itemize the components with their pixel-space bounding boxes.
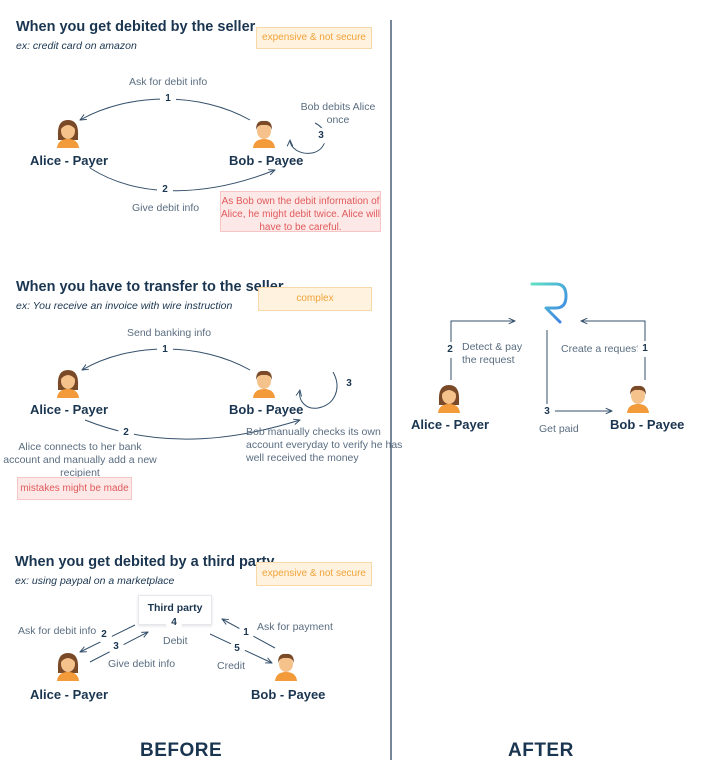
- after-step1-label: Create a request: [561, 343, 640, 355]
- after-step3-label: Get paid: [539, 423, 579, 435]
- s3-step5-label: Credit: [217, 660, 246, 672]
- arrow-s2-step2: [84, 420, 300, 440]
- s1-step3-badge: 3: [313, 128, 329, 144]
- before-heading: BEFORE: [140, 740, 223, 761]
- s1-step1-badge: 1: [160, 91, 176, 107]
- s1-bob-name: Bob - Payee: [229, 153, 304, 168]
- bob-avatar-3: [275, 653, 297, 681]
- s1-example: ex: credit card on amazon: [16, 40, 137, 52]
- s2-bob-note: Bob manually checks its own account ever…: [246, 426, 403, 464]
- s2-tag: complex: [258, 287, 372, 311]
- s3-tag: expensive & not secure: [256, 562, 372, 586]
- s2-step3-badge: 3: [341, 376, 357, 392]
- s3-step1-badge: 1: [238, 625, 254, 641]
- alice-avatar-2: [57, 370, 79, 398]
- s2-alice-note: Alice connects to her bank account and m…: [3, 441, 157, 479]
- s3-step4-label: Debit: [163, 635, 188, 647]
- s2-step2-badge: 2: [118, 425, 134, 441]
- s3-step5-badge: 5: [229, 641, 245, 657]
- s3-title: When you get debited by a third party: [15, 554, 275, 570]
- s1-step2-label: Give debit info: [132, 202, 200, 214]
- after-step2-label: Detect & pay the request: [462, 341, 523, 366]
- s1-tag: expensive & not secure: [256, 27, 372, 49]
- s3-step1-label: Ask for payment: [257, 621, 333, 633]
- arrow-s1-step2: [89, 167, 275, 192]
- bob-avatar-after: [627, 385, 649, 413]
- s2-bob-name: Bob - Payee: [229, 402, 304, 417]
- s2-alice-name: Alice - Payer: [30, 402, 109, 417]
- after-heading: AFTER: [508, 740, 574, 761]
- s3-alice-name: Alice - Payer: [30, 687, 109, 702]
- s3-bob-name: Bob - Payee: [251, 687, 326, 702]
- s2-title: When you have to transfer to the seller: [16, 279, 284, 295]
- after-step2-badge: 2: [442, 342, 458, 358]
- s3-step3-badge: 3: [108, 639, 124, 655]
- s2-example: ex: You receive an invoice with wire ins…: [16, 300, 233, 312]
- s3-step3-label: Give debit info: [108, 658, 176, 670]
- s2-step1-badge: 1: [157, 342, 173, 358]
- after-bob-name: Bob - Payee: [610, 417, 685, 432]
- alice-avatar-1: [57, 120, 79, 148]
- after-step3-badge: 3: [539, 404, 555, 420]
- arrow-s2-step3: [300, 371, 338, 409]
- request-network-logo: [530, 282, 568, 324]
- s1-step1-label: Ask for debit info: [129, 76, 208, 88]
- bob-avatar-2: [253, 370, 275, 398]
- s3-example: ex: using paypal on a marketplace: [15, 575, 175, 587]
- s1-step2-badge: 2: [157, 182, 173, 198]
- s3-step4-badge: 4: [166, 615, 182, 631]
- s3-step2-badge: 2: [96, 627, 112, 643]
- after-step1-badge: 1: [637, 341, 653, 357]
- s1-step3-label: Bob debits Alice once: [300, 101, 376, 126]
- alice-avatar-3: [57, 653, 79, 681]
- s1-warning: As Bob own the debit information of Alic…: [220, 191, 381, 233]
- s1-title: When you get debited by the seller: [16, 19, 256, 35]
- bob-avatar-1: [253, 120, 275, 148]
- s1-alice-name: Alice - Payer: [30, 153, 109, 168]
- alice-avatar-after: [438, 385, 460, 413]
- after-alice-name: Alice - Payer: [411, 417, 490, 432]
- s2-warning: mistakes might be made: [17, 477, 132, 500]
- arrow-after-step1: [581, 321, 646, 380]
- arrow-after-step2: [450, 321, 515, 380]
- s3-step2-label: Ask for debit info: [18, 625, 97, 637]
- s2-step1-label: Send banking info: [127, 327, 212, 339]
